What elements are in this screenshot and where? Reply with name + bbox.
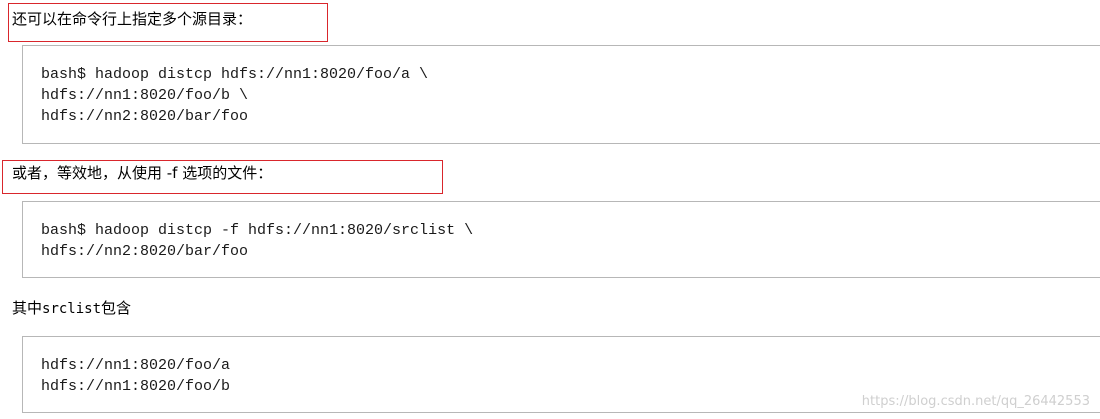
code-line: hdfs://nn2:8020/bar/foo	[41, 243, 249, 260]
code-line: bash$ hadoop distcp hdfs://nn1:8020/foo/…	[41, 66, 429, 83]
code-block-1: bash$ hadoop distcp hdfs://nn1:8020/foo/…	[22, 45, 1100, 144]
section-2-heading: 或者，等效地，从使用 -f 选项的文件：	[12, 164, 273, 182]
section-1-heading: 还可以在命令行上指定多个源目录：	[12, 10, 253, 28]
code-line: hdfs://nn1:8020/foo/b	[41, 378, 231, 395]
section-3-heading: 其中srclist包含	[12, 298, 131, 319]
watermark: https://blog.csdn.net/qq_26442553	[861, 394, 1090, 409]
section-2-highlight-box	[2, 160, 443, 194]
code-line: hdfs://nn1:8020/foo/b \	[41, 87, 249, 104]
heading-text: 包含	[101, 299, 132, 317]
code-line: bash$ hadoop distcp -f hdfs://nn1:8020/s…	[41, 222, 474, 239]
heading-text: 其中	[12, 299, 43, 317]
code-block-2: bash$ hadoop distcp -f hdfs://nn1:8020/s…	[22, 201, 1100, 278]
code-block-3: hdfs://nn1:8020/foo/a hdfs://nn1:8020/fo…	[22, 336, 1100, 413]
code-line: hdfs://nn2:8020/bar/foo	[41, 108, 249, 125]
inline-code: srclist	[42, 301, 102, 317]
section-1-highlight-box	[8, 3, 328, 42]
code-line: hdfs://nn1:8020/foo/a	[41, 357, 231, 374]
